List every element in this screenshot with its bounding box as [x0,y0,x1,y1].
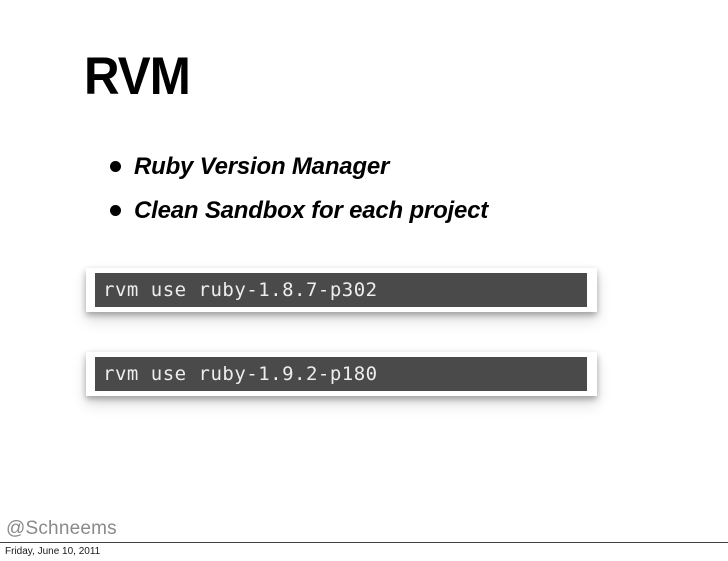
bullet-dot-icon [110,161,121,172]
code-block-bar: rvm use ruby-1.9.2-p180 [95,357,587,391]
author-handle: @Schneems [6,518,117,539]
bullet-list: Ruby Version Manager Clean Sandbox for e… [110,152,488,240]
code-block-card: rvm use ruby-1.9.2-p180 [86,352,597,396]
page-title: RVM [84,47,191,106]
code-block-command: rvm use ruby-1.9.2-p180 [103,362,378,385]
code-block-command: rvm use ruby-1.8.7-p302 [103,278,378,301]
code-block-bar: rvm use ruby-1.8.7-p302 [95,273,587,307]
bullet-dot-icon [110,205,121,216]
footer-divider [0,542,728,543]
presentation-slide: RVM Ruby Version Manager Clean Sandbox f… [6,47,597,539]
list-item: Ruby Version Manager [110,152,488,182]
footer-date: Friday, June 10, 2011 [5,546,101,557]
bullet-item-label: Ruby Version Manager [134,153,390,180]
code-block-card: rvm use ruby-1.8.7-p302 [86,268,597,312]
list-item: Clean Sandbox for each project [110,196,488,226]
bullet-item-label: Clean Sandbox for each project [134,197,489,224]
